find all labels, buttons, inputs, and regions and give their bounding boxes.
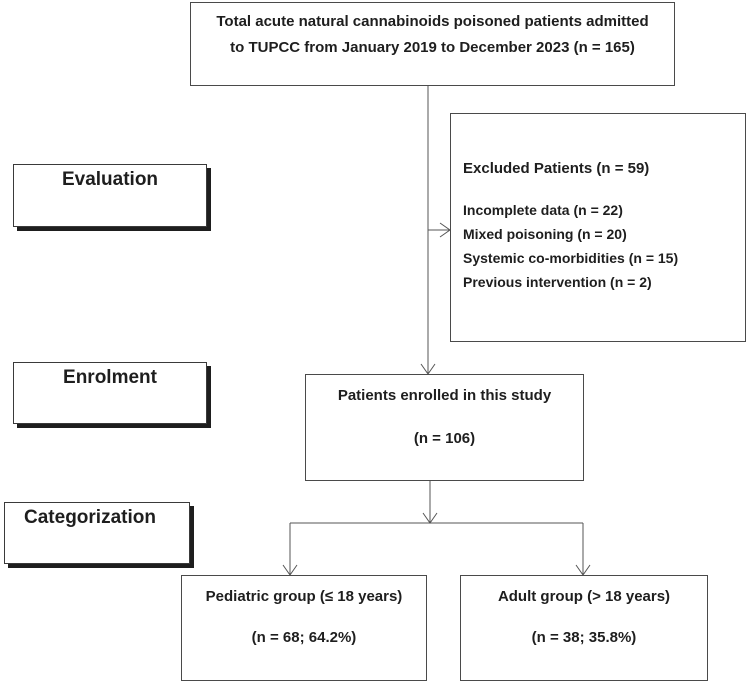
stage-evaluation-label: Evaluation <box>61 169 159 190</box>
excluded-item-incomplete: Incomplete data (n = 22) <box>463 202 623 218</box>
pediatric-group-box: Pediatric group (≤ 18 years) (n = 68; 64… <box>181 575 427 681</box>
adult-group-box: Adult group (> 18 years) (n = 38; 35.8%) <box>460 575 708 681</box>
total-patients-line1: Total acute natural cannabinoids poisone… <box>216 13 649 30</box>
pediatric-title: Pediatric group (≤ 18 years) <box>205 588 403 605</box>
excluded-title: Excluded Patients (n = 59) <box>463 160 650 177</box>
excluded-patients-box: Excluded Patients (n = 59) Incomplete da… <box>450 113 746 342</box>
stage-enrolment: Enrolment <box>13 362 207 424</box>
excluded-item-mixed: Mixed poisoning (n = 20) <box>463 226 627 242</box>
adult-count: (n = 38; 35.8%) <box>531 629 637 646</box>
enrolled-count: (n = 106) <box>413 430 476 447</box>
enrolled-patients-box: Patients enrolled in this study (n = 106… <box>305 374 584 481</box>
stage-enrolment-label: Enrolment <box>63 367 157 388</box>
stage-categorization: Categorization <box>4 502 190 564</box>
excluded-item-comorbidities: Systemic co-morbidities (n = 15) <box>463 250 679 266</box>
adult-title: Adult group (> 18 years) <box>497 588 671 605</box>
stage-categorization-label: Categorization <box>24 507 156 528</box>
total-patients-box: Total acute natural cannabinoids poisone… <box>190 2 675 86</box>
stage-evaluation: Evaluation <box>13 164 207 227</box>
excluded-item-intervention: Previous intervention (n = 2) <box>463 274 652 290</box>
pediatric-count: (n = 68; 64.2%) <box>251 629 357 646</box>
total-patients-line2: to TUPCC from January 2019 to December 2… <box>230 39 635 56</box>
enrolled-title: Patients enrolled in this study <box>337 387 552 404</box>
